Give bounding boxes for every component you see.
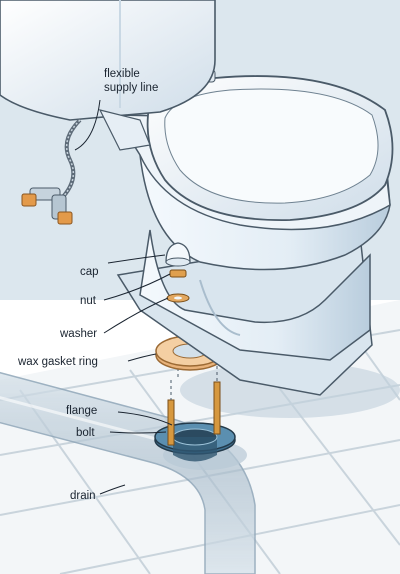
toilet xyxy=(113,69,394,396)
label-washer: washer xyxy=(59,328,97,340)
cap-nut-washer xyxy=(165,242,191,303)
label-wax-gasket-ring: wax gasket ring xyxy=(17,356,98,368)
labels: flexible supply line cap nut washer wax … xyxy=(17,68,158,502)
label-flange: flange xyxy=(66,405,97,417)
label-cap: cap xyxy=(80,266,99,278)
leader-lines xyxy=(74,99,173,495)
label-bolt: bolt xyxy=(76,427,95,439)
label-nut: nut xyxy=(80,295,97,307)
label-supply-line-1: flexible xyxy=(104,68,140,80)
label-drain: drain xyxy=(70,490,96,502)
supply-valve xyxy=(21,118,82,225)
toilet-tank xyxy=(0,0,216,151)
flange xyxy=(154,422,236,462)
label-supply-line-2: supply line xyxy=(104,82,158,94)
